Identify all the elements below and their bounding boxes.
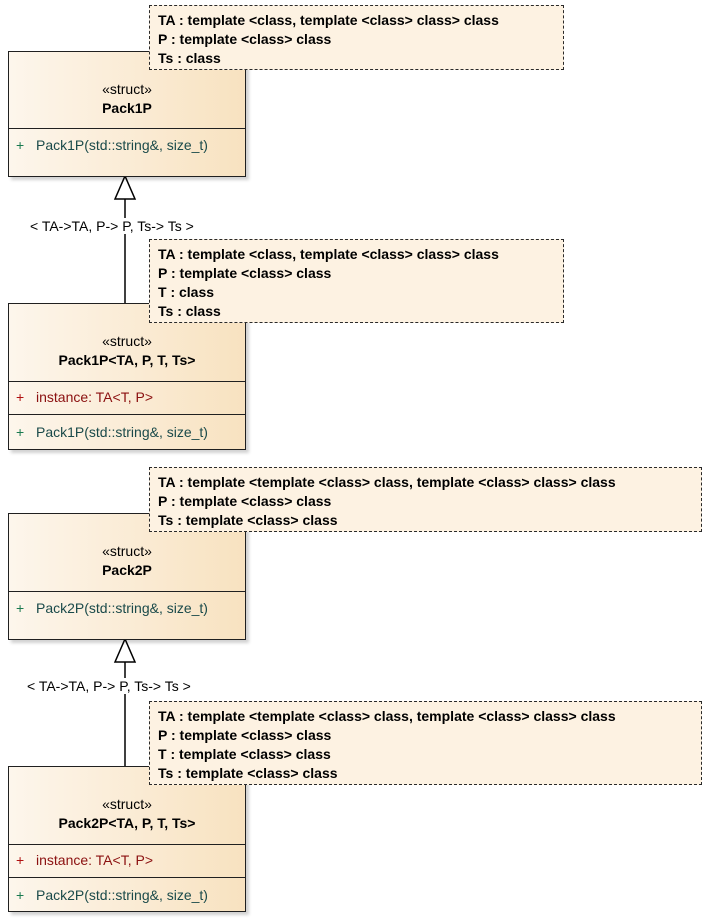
attributes-compartment: + instance: TA<T, P>	[9, 844, 245, 877]
operations-compartment: + Pack1P(std::string&, size_t)	[9, 414, 245, 442]
operations-compartment: + Pack2P(std::string&, size_t)	[9, 877, 245, 905]
generalization-arrowhead-2	[113, 637, 137, 663]
class-name: Pack1P	[102, 100, 152, 116]
class-pack2p[interactable]: «struct» Pack2P + Pack2P(std::string&, si…	[8, 513, 246, 640]
template-params-pack2p-specialization[interactable]: TA : template <template <class> class, t…	[149, 701, 702, 785]
visibility-marker: +	[16, 852, 25, 868]
stereotype-label: «struct»	[102, 333, 152, 349]
template-param: TA : template <class, template <class> c…	[158, 12, 499, 28]
template-param: P : template <class> class	[158, 31, 332, 47]
visibility-marker: +	[16, 389, 25, 405]
template-param: P : template <class> class	[158, 265, 332, 281]
template-param: Ts : class	[158, 303, 221, 319]
attributes-compartment: + instance: TA<T, P>	[9, 381, 245, 414]
template-params-pack1p[interactable]: TA : template <class, template <class> c…	[149, 5, 564, 70]
template-param: T : template <class> class	[158, 746, 331, 762]
template-param: Ts : template <class> class	[158, 765, 338, 781]
operations-compartment: + Pack2P(std::string&, size_t)	[9, 591, 245, 618]
operation-signature: Pack2P(std::string&, size_t)	[36, 600, 208, 616]
operation-row[interactable]: + Pack2P(std::string&, size_t)	[9, 885, 245, 905]
class-pack1p-specialization[interactable]: «struct» Pack1P<TA, P, T, Ts> + instance:…	[8, 303, 246, 450]
class-name: Pack1P<TA, P, T, Ts>	[58, 352, 196, 368]
operation-row[interactable]: + Pack1P(std::string&, size_t)	[9, 135, 245, 155]
class-pack1p[interactable]: «struct» Pack1P + Pack1P(std::string&, si…	[8, 51, 246, 177]
class-pack2p-specialization[interactable]: «struct» Pack2P<TA, P, T, Ts> + instance:…	[8, 766, 246, 912]
attribute-text: instance: TA<T, P>	[36, 852, 153, 868]
class-name: Pack2P	[102, 562, 152, 578]
template-param: TA : template <class, template <class> c…	[158, 246, 499, 262]
template-param: Ts : template <class> class	[158, 512, 338, 528]
visibility-marker: +	[16, 137, 25, 153]
operation-signature: Pack2P(std::string&, size_t)	[36, 887, 208, 903]
visibility-marker: +	[16, 600, 25, 616]
stereotype-label: «struct»	[102, 796, 152, 812]
operations-compartment: + Pack1P(std::string&, size_t)	[9, 128, 245, 155]
visibility-marker: +	[16, 887, 25, 903]
operation-signature: Pack1P(std::string&, size_t)	[36, 137, 208, 153]
template-param: P : template <class> class	[158, 493, 332, 509]
binding-label-1: < TA->TA, P-> P, Ts-> Ts >	[30, 218, 194, 234]
generalization-arrowhead-1	[113, 174, 137, 200]
binding-label-2: < TA->TA, P-> P, Ts-> Ts >	[27, 678, 191, 694]
operation-row[interactable]: + Pack2P(std::string&, size_t)	[9, 598, 245, 618]
attribute-row[interactable]: + instance: TA<T, P>	[9, 850, 245, 870]
template-param: T : class	[158, 284, 215, 300]
template-param: P : template <class> class	[158, 727, 332, 743]
template-param: Ts : class	[158, 50, 221, 66]
template-param: TA : template <template <class> class, t…	[158, 708, 616, 724]
stereotype-label: «struct»	[102, 543, 152, 559]
class-name: Pack2P<TA, P, T, Ts>	[58, 815, 196, 831]
attribute-text: instance: TA<T, P>	[36, 389, 153, 405]
visibility-marker: +	[16, 424, 25, 440]
stereotype-label: «struct»	[102, 81, 152, 97]
template-params-pack1p-specialization[interactable]: TA : template <class, template <class> c…	[149, 239, 564, 323]
operation-signature: Pack1P(std::string&, size_t)	[36, 424, 208, 440]
operation-row[interactable]: + Pack1P(std::string&, size_t)	[9, 422, 245, 442]
template-param: TA : template <template <class> class, t…	[158, 474, 616, 490]
template-params-pack2p[interactable]: TA : template <template <class> class, t…	[149, 467, 702, 532]
attribute-row[interactable]: + instance: TA<T, P>	[9, 387, 245, 407]
